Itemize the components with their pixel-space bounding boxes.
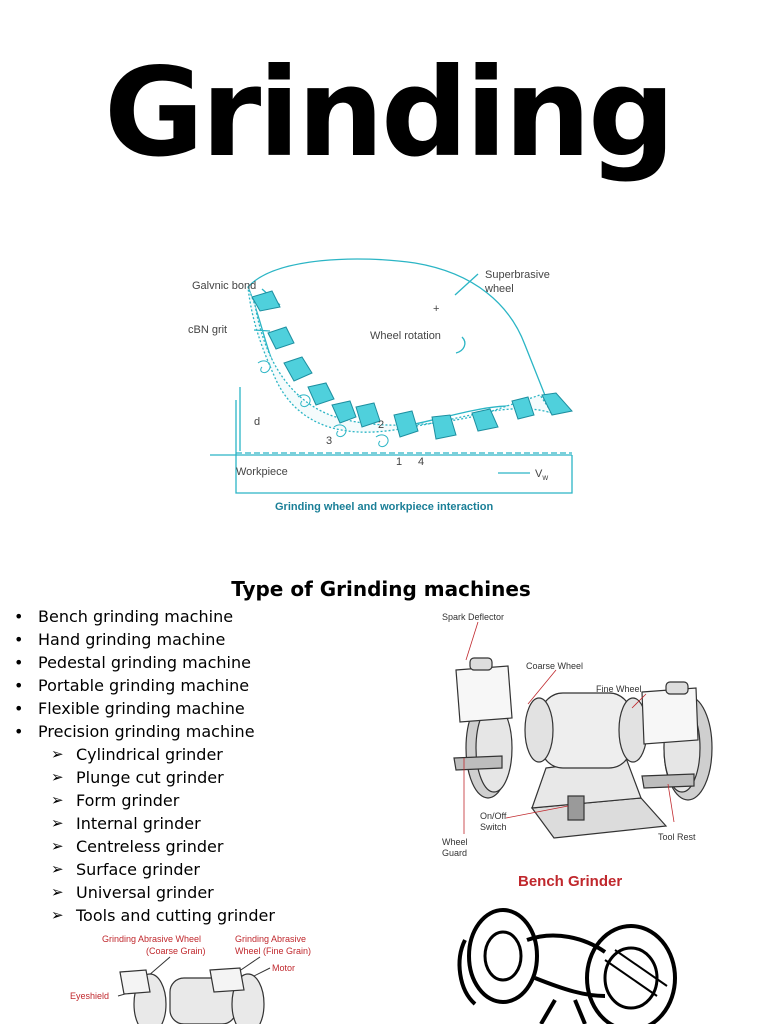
workpiece-outline [235, 400, 573, 494]
bench-grinder-figure: Spark Deflector Coarse Wheel Fine Wheel … [442, 612, 713, 890]
eyeshield-label: Eyeshield [70, 991, 109, 1001]
tool-rest-label: Tool Rest [658, 832, 696, 842]
wheel-guard-label-1: Wheel [442, 837, 468, 847]
wheel-rotation-label: Wheel rotation [370, 330, 441, 342]
depth-label: d [254, 416, 260, 428]
list-item: Precision grinding machine [14, 720, 275, 743]
velocity-label: Vw [535, 468, 548, 482]
coarse-wheel-label: Coarse Wheel [526, 661, 583, 671]
on-off-switch-label-2: Switch [480, 822, 507, 832]
coarse-grain-label-1: Grinding Abrasive Wheel [102, 934, 201, 944]
superabrasive-label-1: Superbrasive [485, 269, 550, 281]
spark-deflector-label: Spark Deflector [442, 612, 504, 622]
abrasive-layer [247, 286, 554, 433]
sub-list-item: Surface grinder [14, 858, 275, 881]
left-spark-deflector [455, 665, 513, 723]
sub-list-item: Universal grinder [14, 881, 275, 904]
right-spark-deflector [641, 687, 699, 745]
sub-list-item: Cylindrical grinder [14, 743, 275, 766]
machine-types-list: Bench grinding machine Hand grinding mac… [14, 605, 275, 927]
interaction-caption: Grinding wheel and workpiece interaction [275, 501, 493, 513]
fine-grain-label-1: Grinding Abrasive [235, 934, 306, 944]
point-2-label: 2 [378, 419, 384, 431]
list-item: Flexible grinding machine [14, 697, 275, 720]
fine-grain-label-2: Wheel (Fine Grain) [235, 946, 311, 956]
cbn-grit-label: cBN grit [188, 324, 227, 336]
hand-grinder-sketch [457, 908, 677, 1024]
coarse-grain-label-2: (Coarse Grain) [146, 946, 206, 956]
motor-label: Motor [272, 963, 295, 973]
point-3-label: 3 [326, 435, 332, 447]
list-item: Hand grinding machine [14, 628, 275, 651]
list-item: Portable grinding machine [14, 674, 275, 697]
cbn-grits [251, 290, 573, 440]
motor-body [540, 692, 632, 769]
sub-list-item: Centreless grinder [14, 835, 275, 858]
sub-list-item: Form grinder [14, 789, 275, 812]
fine-wheel-label: Fine Wheel [596, 684, 642, 694]
point-4-label: 4 [418, 456, 424, 468]
section-heading: Type of Grinding machines [231, 577, 531, 601]
grinding-interaction-figure: Galvnic bond cBN grit Superbrasive wheel… [188, 258, 573, 513]
wheel-guard-label-2: Guard [442, 848, 467, 858]
galvanic-bond-label: Galvnic bond [192, 280, 256, 292]
sub-list-item: Plunge cut grinder [14, 766, 275, 789]
point-1-label: 1 [396, 456, 402, 468]
page-title: Grinding [104, 42, 675, 184]
abrasive-wheel-grinder-figure: Grinding Abrasive Wheel (Coarse Grain) G… [70, 934, 311, 1024]
bench-grinder-caption: Bench Grinder [518, 873, 622, 890]
on-off-switch-label-1: On/Off [480, 811, 507, 821]
sub-list-item: Internal grinder [14, 812, 275, 835]
superabrasive-label-2: wheel [484, 283, 514, 295]
list-item: Pedestal grinding machine [14, 651, 275, 674]
list-item: Bench grinding machine [14, 605, 275, 628]
svg-text:+: + [433, 303, 439, 315]
sub-list-item: Tools and cutting grinder [14, 904, 275, 927]
workpiece-label: Workpiece [236, 466, 288, 478]
